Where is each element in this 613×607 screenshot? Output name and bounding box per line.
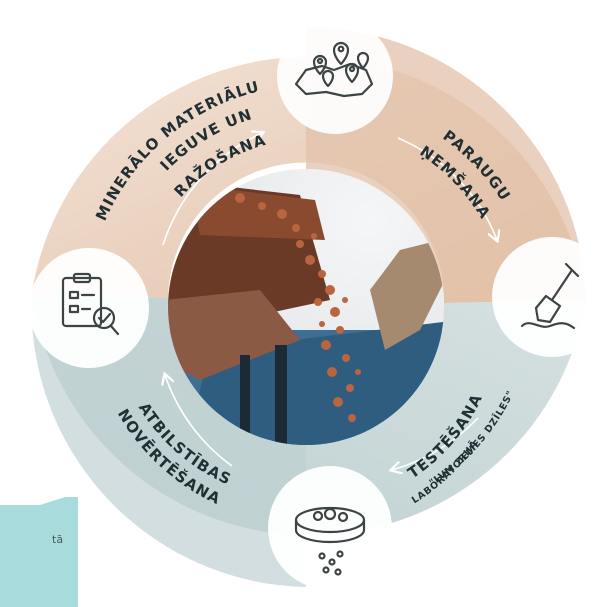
arrow-to-mining: [162, 133, 262, 246]
callout-text: tā: [52, 533, 64, 546]
cycle-arrows: [163, 133, 497, 470]
stage-node-sampling: [492, 237, 612, 357]
checklist-icon: [61, 272, 120, 336]
sieve-icon: [294, 506, 366, 576]
stage-node-testing: [268, 466, 392, 590]
arrow-to-sampling: [397, 137, 497, 240]
stage-node-mining: [277, 18, 393, 134]
center-photo: [168, 169, 444, 445]
stage-node-assessment: [29, 248, 149, 368]
arrow-to-assessment: [165, 375, 233, 467]
shovel-icon: [520, 262, 580, 330]
map-pins-icon: [294, 41, 374, 98]
arrow-to-testing: [392, 417, 479, 470]
callout-bubble: [0, 497, 78, 607]
